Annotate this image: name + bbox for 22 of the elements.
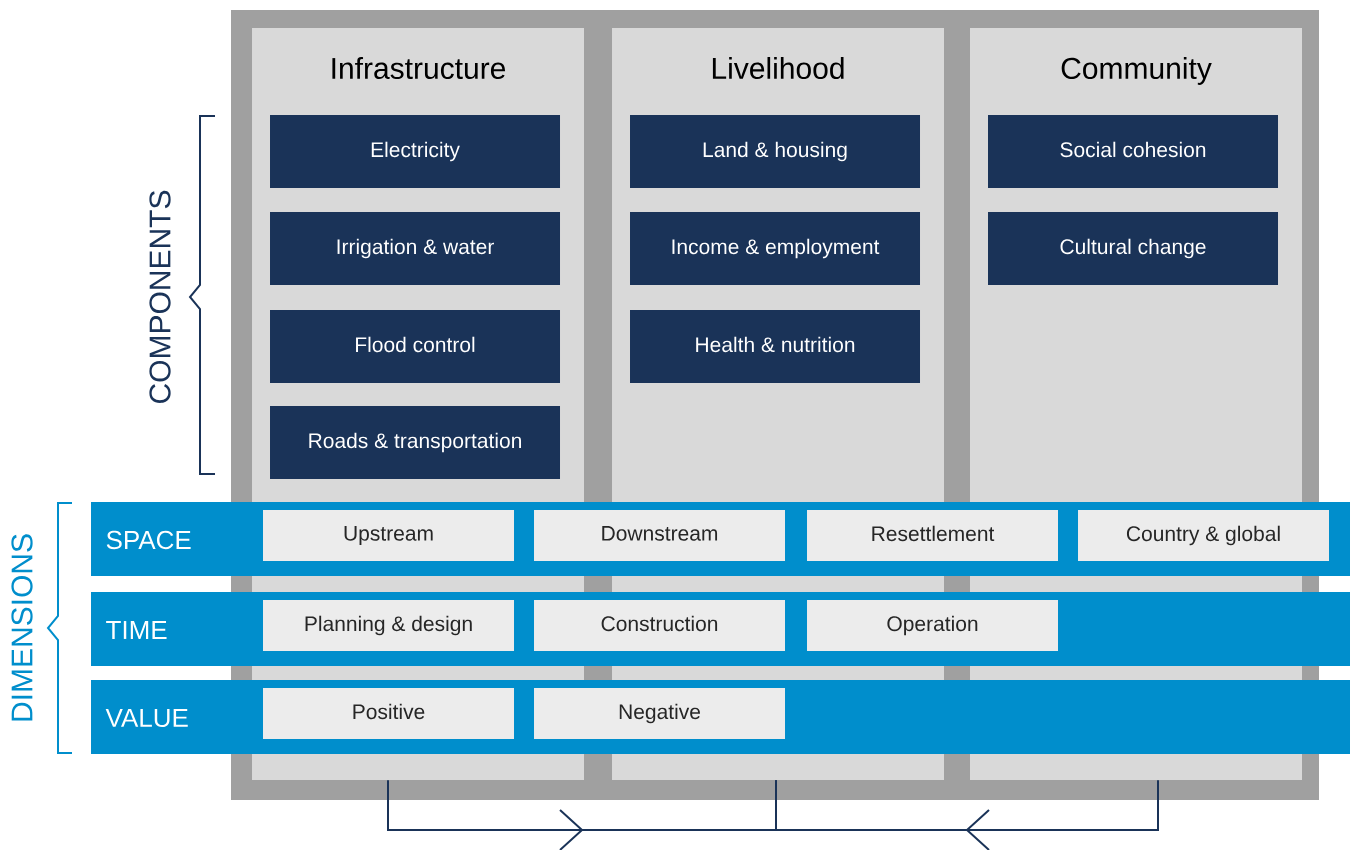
item-box: Upstream [263, 510, 514, 561]
item-box: Operation [807, 600, 1058, 651]
side-label: COMPONENTS [149, 190, 171, 403]
item-box: Country & global [1078, 510, 1329, 561]
component-box: Land & housing [630, 115, 920, 188]
item-box: Negative [534, 688, 785, 739]
item-box: Downstream [534, 510, 785, 561]
connector-arrow [775, 779, 1159, 850]
item-box: Construction [534, 600, 785, 651]
component-box: Irrigation & water [270, 212, 560, 285]
component-box: Income & employment [630, 212, 920, 285]
component-box: Roads & transportation [270, 406, 560, 479]
connector-arrow [387, 779, 777, 850]
side-label: DIMENSIONS [11, 534, 33, 721]
item-box: Positive [263, 688, 514, 739]
component-box: Cultural change [988, 212, 1278, 285]
component-box: Flood control [270, 310, 560, 383]
item-box: Resettlement [807, 510, 1058, 561]
component-box: Social cohesion [988, 115, 1278, 188]
component-box: Health & nutrition [630, 310, 920, 383]
item-box: Planning & design [263, 600, 514, 651]
component-box: Electricity [270, 115, 560, 188]
